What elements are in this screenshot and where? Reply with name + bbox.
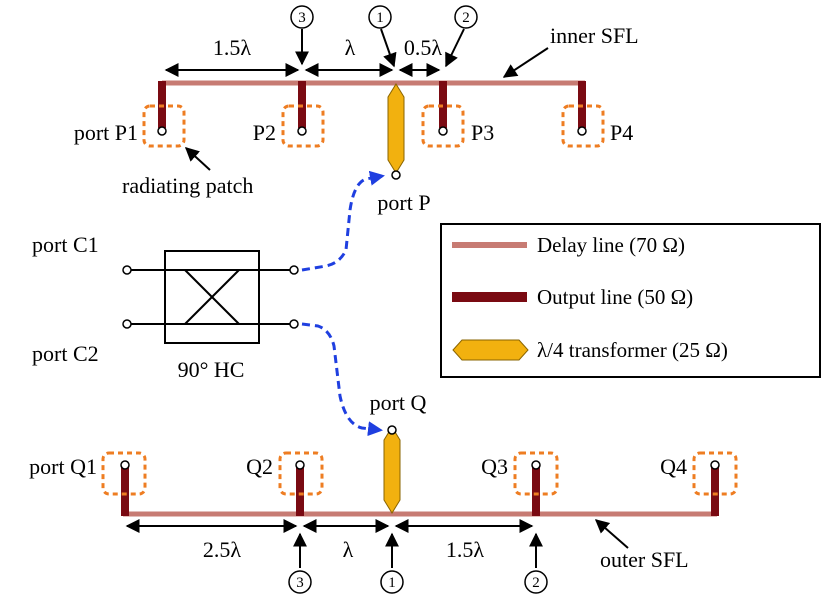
legend-text-transformer: λ/4 transformer (25 Ω) bbox=[537, 338, 728, 362]
marker-text-top-3: 3 bbox=[298, 10, 306, 26]
port-node-p3 bbox=[438, 126, 448, 136]
marker-circle-top-1 bbox=[368, 5, 392, 29]
port-node-q3 bbox=[531, 460, 541, 470]
patch-p3 bbox=[421, 104, 465, 148]
marker-circle-top-2 bbox=[454, 5, 478, 29]
port-label-q: port Q bbox=[370, 390, 427, 415]
port-node-hc-out1 bbox=[289, 265, 299, 275]
marker-circle-top-3 bbox=[290, 5, 314, 29]
dim-label-bottom-2: λ bbox=[343, 537, 354, 562]
outer-sfl-label: outer SFL bbox=[600, 547, 689, 572]
marker-circle-bottom-3 bbox=[288, 570, 312, 594]
patch-q4 bbox=[692, 451, 738, 496]
port-node-c2 bbox=[122, 319, 132, 329]
port-label-q1: port Q1 bbox=[29, 454, 97, 479]
port-node-q2 bbox=[295, 460, 305, 470]
feed-path-to-p bbox=[301, 170, 385, 272]
port-label-c2: port C2 bbox=[32, 341, 99, 366]
port-label-p2: P2 bbox=[253, 120, 276, 145]
port-label-p3: P3 bbox=[471, 120, 494, 145]
transformer-bottom bbox=[383, 426, 401, 514]
patch-q1 bbox=[101, 451, 147, 496]
port-label-q4: Q4 bbox=[660, 454, 687, 479]
dim-label-top-1: 1.5λ bbox=[213, 35, 252, 60]
patch-p1 bbox=[142, 104, 186, 148]
dim-label-top-3: 0.5λ bbox=[404, 35, 443, 60]
inner-sfl-label: inner SFL bbox=[550, 23, 639, 48]
legend-text-output: Output line (50 Ω) bbox=[537, 285, 693, 309]
hc-label: 90° HC bbox=[178, 357, 245, 382]
dim-label-top-2: λ bbox=[345, 35, 356, 60]
marker-circle-bottom-1 bbox=[380, 570, 404, 594]
port-label-p4: P4 bbox=[610, 120, 633, 145]
port-node-hc-out2 bbox=[289, 319, 299, 329]
port-label-c1: port C1 bbox=[32, 232, 99, 257]
port-label-q2: Q2 bbox=[246, 454, 273, 479]
marker-text-bottom-1: 1 bbox=[388, 575, 396, 591]
port-label-p1: port P1 bbox=[74, 120, 138, 145]
radiating-patch-label: radiating patch bbox=[122, 173, 253, 198]
marker-arrow-top-2 bbox=[445, 28, 465, 68]
port-node-p bbox=[391, 170, 401, 180]
dim-label-bottom-1: 2.5λ bbox=[203, 537, 242, 562]
port-node-p1 bbox=[157, 126, 167, 136]
patch-p2 bbox=[281, 104, 325, 148]
marker-text-bottom-3: 3 bbox=[296, 575, 304, 591]
feed-path-to-q bbox=[301, 322, 383, 437]
outer-sfl-group: 2.5λ λ 1.5λ 3 1 2 outer SFL port Q1 Q2 Q… bbox=[29, 390, 738, 594]
hc-cross-2 bbox=[184, 269, 240, 325]
hybrid-coupler-group: port C1 port C2 90° HC bbox=[32, 170, 385, 437]
dim-label-bottom-3: 1.5λ bbox=[446, 537, 485, 562]
port-label-p: port P bbox=[377, 190, 430, 215]
marker-circle-bottom-2 bbox=[524, 570, 548, 594]
transformer-top bbox=[387, 83, 405, 174]
marker-text-top-1: 1 bbox=[376, 10, 384, 26]
inner-sfl-group: 1.5λ λ 0.5λ 3 1 2 inner SFL port P1 P2 P… bbox=[74, 5, 639, 215]
port-node-q bbox=[387, 425, 397, 435]
marker-arrow-top-1 bbox=[380, 28, 397, 68]
patch-q2 bbox=[278, 451, 324, 496]
port-node-p4 bbox=[577, 126, 587, 136]
patch-p4 bbox=[561, 104, 605, 148]
legend-text-delay: Delay line (70 Ω) bbox=[537, 233, 685, 257]
port-node-c1 bbox=[122, 265, 132, 275]
inner-sfl-pointer bbox=[502, 47, 549, 78]
port-label-q3: Q3 bbox=[481, 454, 508, 479]
legend: Delay line (70 Ω) Output line (50 Ω) λ/4… bbox=[440, 223, 821, 378]
port-node-p2 bbox=[297, 126, 307, 136]
port-node-q4 bbox=[710, 460, 720, 470]
legend-swatch-transformer bbox=[452, 339, 529, 361]
outer-sfl-pointer bbox=[594, 519, 629, 549]
marker-text-bottom-2: 2 bbox=[532, 575, 540, 591]
port-node-q1 bbox=[120, 460, 130, 470]
radiating-patch-pointer bbox=[184, 147, 211, 171]
patch-q3 bbox=[513, 451, 559, 496]
marker-text-top-2: 2 bbox=[462, 10, 470, 26]
